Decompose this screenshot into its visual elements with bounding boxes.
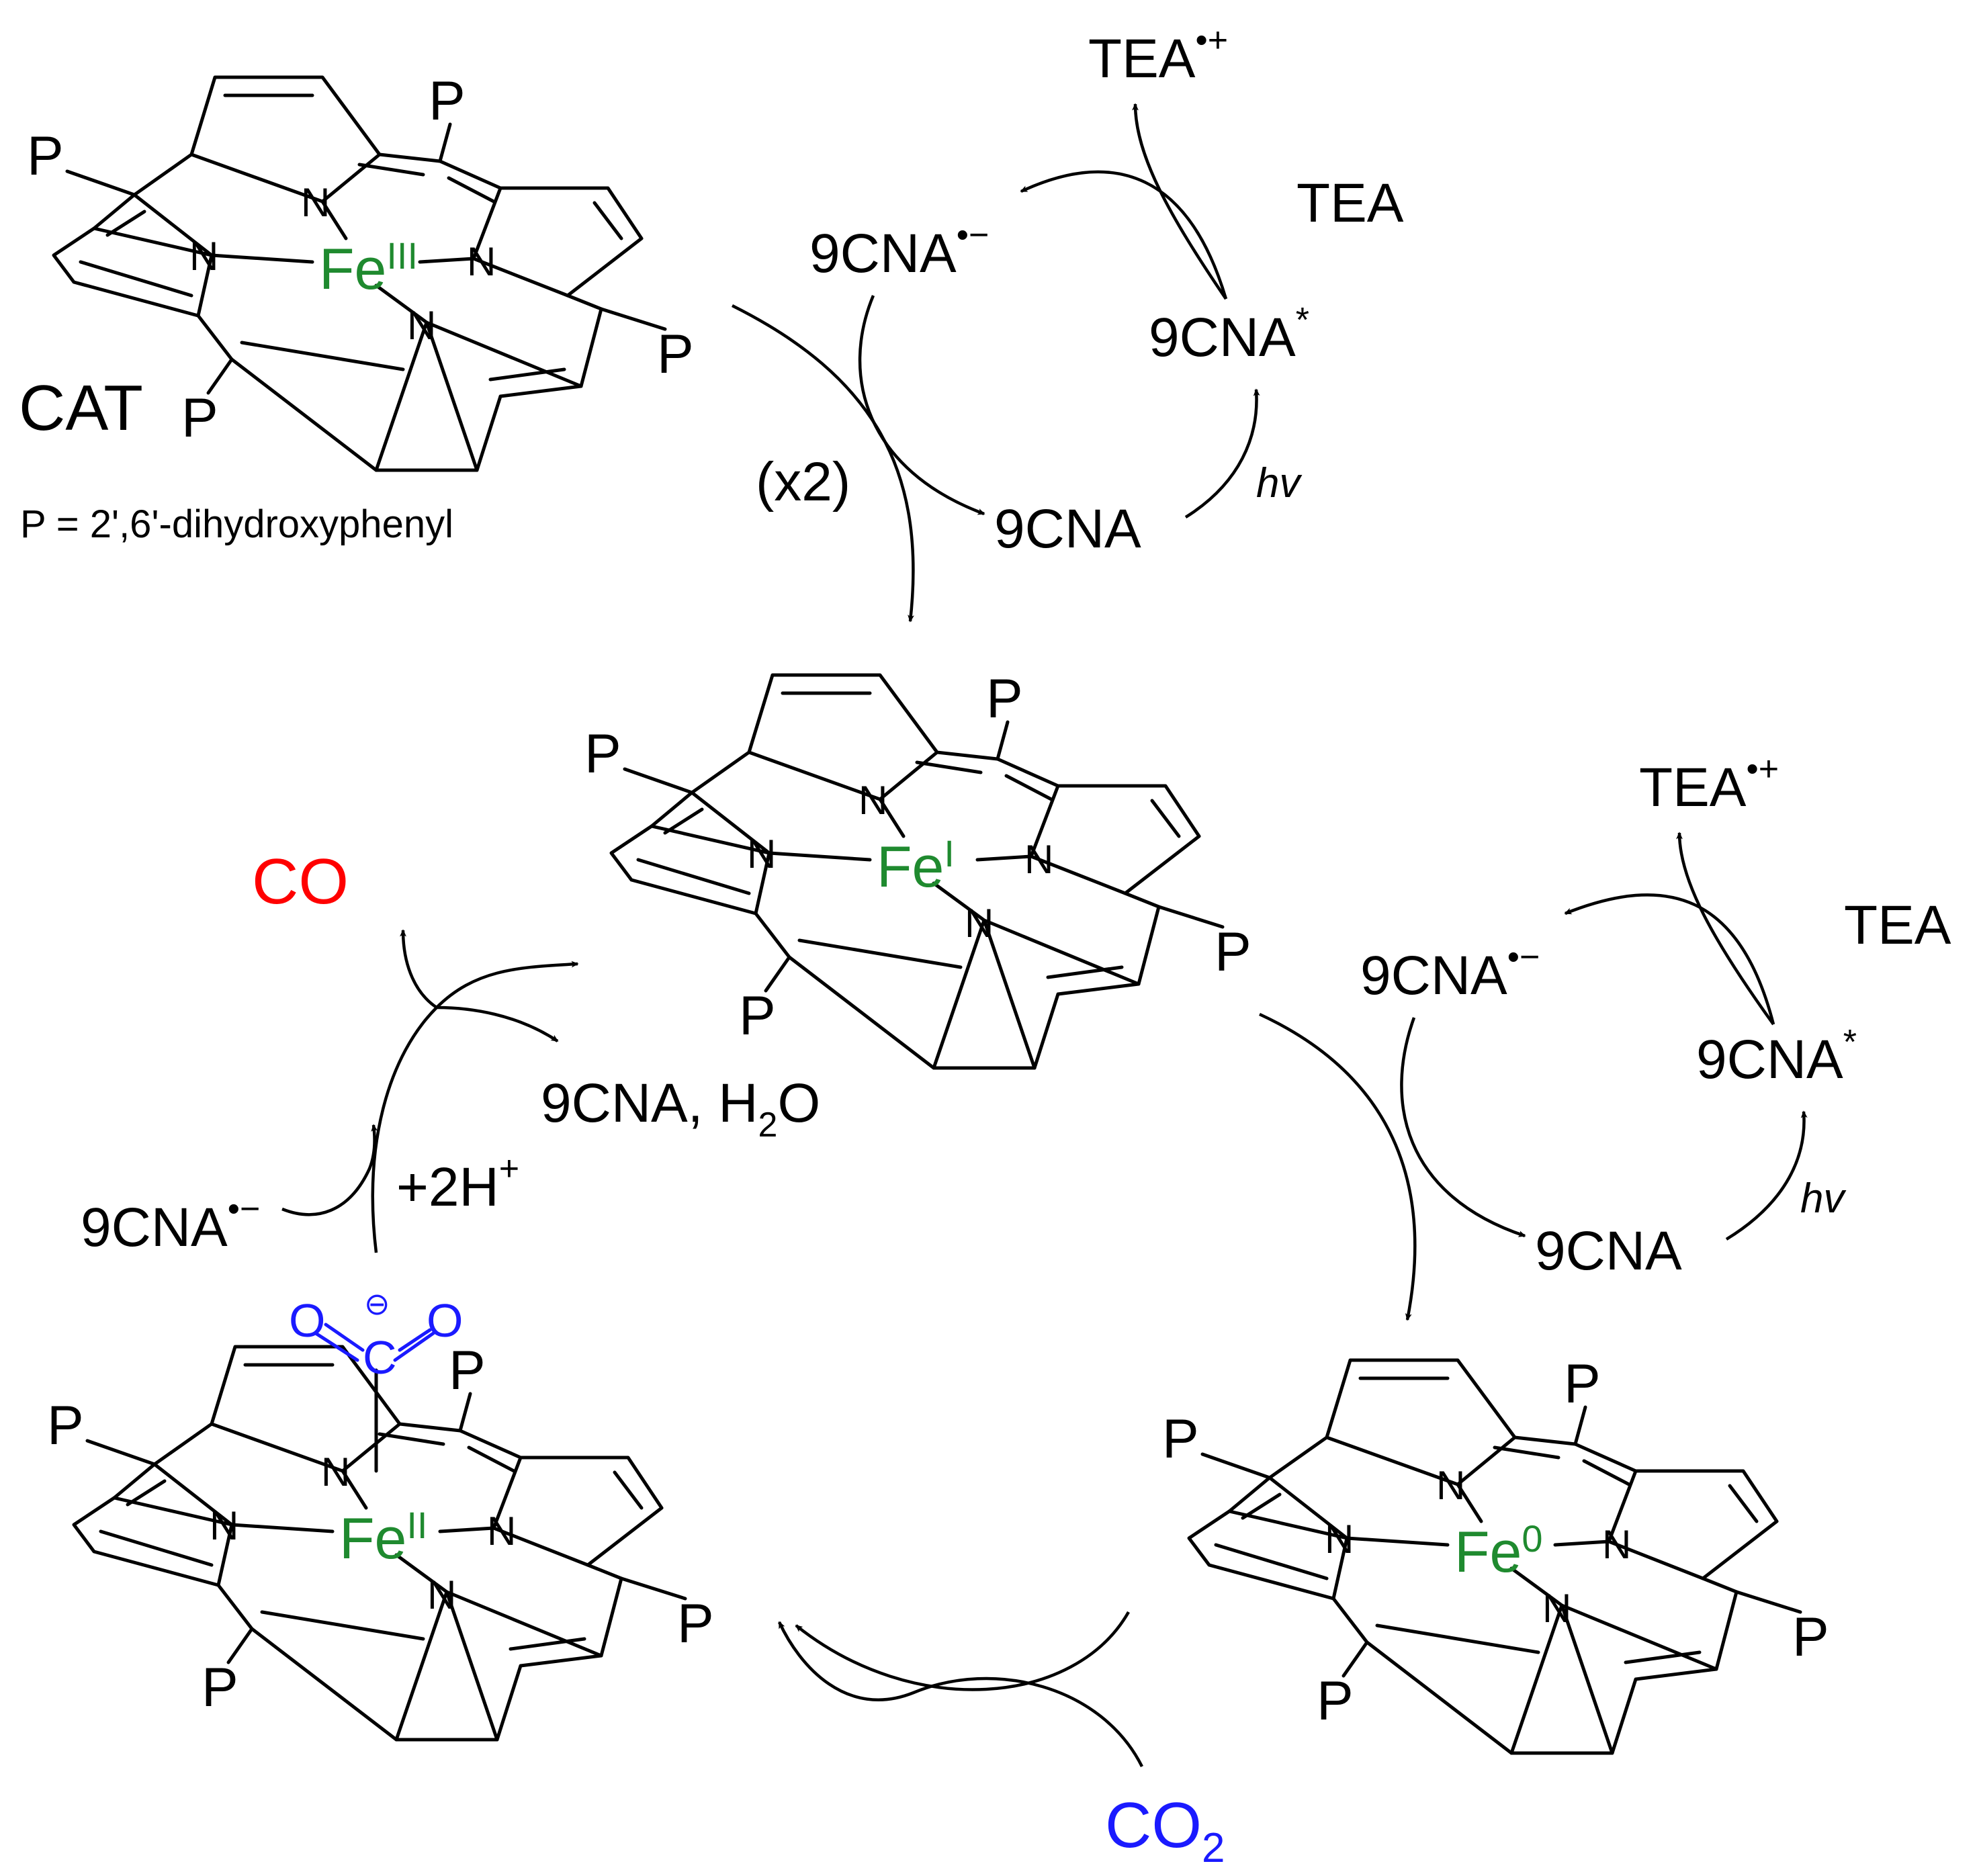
atom-n-top: N [321,1449,350,1494]
iron-center-label: Fe0 [1454,1517,1543,1584]
oxidation-state-ii: II [406,1504,427,1546]
co-label: CO [252,846,349,918]
atom-n-bottom: N [965,901,994,946]
arrow-tea-oxidation-top [1132,103,1227,300]
atom-n-top: N [1436,1463,1465,1508]
cna-radical-anion-right: 9CNA•− [1360,938,1540,1006]
atom-o-right: O [427,1294,463,1347]
arrow-fe-0-to-fe-ii [795,1611,1130,1691]
substituent-p: P [1162,1409,1199,1470]
hv-right: hv [1800,1175,1846,1222]
arrow-cna-reduction-top [1020,170,1228,300]
cna-excited-right: 9CNA* [1696,1023,1857,1090]
atom-n-bottom: N [407,303,436,348]
atom-n-right: N [1602,1522,1631,1567]
arrow-tea-oxidation-right [1676,832,1775,1026]
arrow-excitation-top [1184,388,1260,519]
substituent-p: P [47,1395,84,1456]
arrow-fe-i-to-fe-0 [1259,1012,1417,1321]
atom-c-carboxylate: C [363,1331,397,1384]
arrow-cna-return-top [858,295,985,516]
p-definition: P = 2',6'-dihydroxyphenyl [20,502,453,546]
arrow-fe-iii-to-fe-i [731,304,915,623]
cna-radical-anion-left: 9CNA•− [81,1190,260,1258]
tea-right: TEA [1844,895,1951,956]
arrow-electron-donation [281,1124,378,1216]
atom-n-top: N [859,778,887,823]
cna-radical-anion-top: 9CNA•− [809,216,989,284]
arrow-cna-return-right [1400,1017,1526,1238]
substituent-p: P [584,723,621,785]
plus-protons-label: +2H+ [396,1149,519,1218]
tea-top: TEA [1296,173,1404,234]
substituent-p: P [1792,1607,1829,1668]
tea-radical-cation-right: TEA•+ [1639,750,1779,818]
cna-excited-top: 9CNA* [1149,301,1309,368]
arrow-cna-reduction-right [1564,893,1775,1025]
porphyrin-fe-i: N N N N P P P P FeI [584,668,1251,1068]
iron-center-label: FeII [339,1504,428,1571]
substituent-p: P [1215,922,1251,983]
cat-label: CAT [19,372,143,444]
atom-n-bottom: N [427,1572,456,1617]
atom-n-left: N [1325,1517,1354,1562]
atom-n-right: N [1024,837,1053,882]
carboxylate-ligand: C O O ⊖ [289,1286,463,1384]
substituent-p: P [1317,1670,1354,1732]
substituent-p: P [449,1340,486,1401]
porphyrin-fe-iii: N N N N P P P P FeIII [27,71,694,470]
cna-right: 9CNA [1535,1220,1682,1282]
arrow-fe-ii-to-fe-i [371,961,579,1253]
substituent-p: P [677,1593,714,1654]
arrow-byproduct-release [436,1006,559,1042]
atom-n-left: N [747,832,776,877]
atom-o-left: O [289,1294,325,1347]
cna-top: 9CNA [994,498,1141,560]
atom-n-top: N [301,180,330,225]
arrow-co-release [400,929,438,1009]
atom-n-bottom: N [1542,1586,1571,1631]
oxidation-state-0: 0 [1522,1517,1542,1560]
oxidation-state-i: I [944,832,955,875]
substituent-p: P [202,1657,238,1718]
iron-center-label: FeIII [319,234,418,302]
substituent-p: P [1564,1353,1601,1415]
tea-radical-cation-top: TEA•+ [1088,21,1228,89]
substituent-p: P [429,71,466,132]
co2-label: CO2 [1105,1789,1225,1871]
byproducts-label: 9CNA, H2O [541,1073,820,1145]
substituent-p: P [181,388,218,449]
substituent-p: P [27,126,64,187]
porphyrin-fe-0: N N N N P P P P Fe0 [1162,1353,1829,1753]
atom-n-right: N [467,239,496,284]
atom-n-left: N [210,1503,238,1548]
arrow-excitation-right [1725,1110,1808,1241]
carboxylate-charge: ⊖ [364,1286,390,1321]
atom-n-right: N [487,1509,516,1554]
substituent-p: P [739,985,776,1046]
arrow-co2-binding [777,1621,1144,1768]
hv-top: hv [1256,460,1302,506]
substituent-p: P [986,668,1023,729]
times-two-label: (x2) [756,451,850,512]
atom-n-left: N [189,234,218,279]
porphyrin-fe-ii-co2-adduct: N N N N P P P P FeII C O O ⊖ [47,1286,714,1740]
substituent-p: P [657,324,694,385]
oxidation-state-iii: III [386,234,418,277]
iron-center-label: FeI [877,832,955,899]
